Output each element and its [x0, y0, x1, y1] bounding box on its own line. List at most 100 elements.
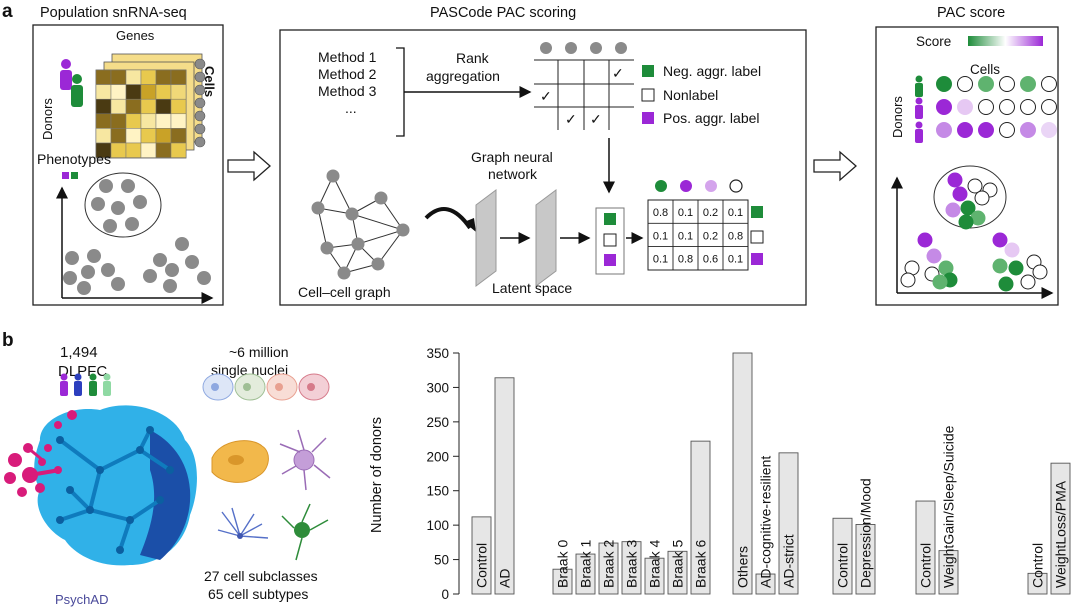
check-mark-3: ✓: [565, 111, 577, 127]
check-mark-2: ✓: [540, 88, 552, 104]
graph-node: [371, 257, 385, 271]
matrix-cell: [155, 113, 172, 129]
scored-cell-point: [958, 214, 974, 230]
bar: [598, 542, 619, 595]
score-dot: [957, 122, 973, 138]
graph-node: [345, 207, 359, 221]
bar: [471, 516, 492, 595]
matrix-value: 0.1: [728, 254, 743, 266]
brain-node: [156, 496, 164, 504]
nuclei-icons: [202, 373, 330, 401]
graph-node: [351, 237, 365, 251]
gnn-layer-2: [535, 189, 557, 287]
brain-magenta-link: [29, 468, 61, 477]
score-dot: [1041, 99, 1057, 115]
bar-category-label: Control: [918, 543, 934, 588]
method-2: Method 2: [318, 66, 377, 82]
middle-panel-box: [279, 29, 807, 306]
cell-point: [163, 279, 177, 293]
graph-node: [311, 201, 325, 215]
brain-magenta-node: [67, 410, 77, 420]
scored-cell-point: [932, 274, 948, 290]
scored-cell-point: [998, 276, 1014, 292]
y-tick-label: 250: [426, 415, 449, 430]
matrix-cell: [110, 98, 127, 115]
bar: [494, 377, 515, 595]
scored-cell-point: [1004, 242, 1020, 258]
gnn-label-2: network: [488, 166, 538, 182]
nuclei-label-1: ~6 million: [229, 344, 289, 360]
check-mark-1: ✓: [612, 65, 624, 81]
genes-label: Genes: [116, 28, 155, 43]
score-dot: [999, 76, 1015, 92]
scored-cell-point: [1032, 264, 1048, 280]
legend-non-swatch: [641, 88, 655, 102]
brain-node: [116, 546, 124, 554]
output-matrix-cell-dots: [655, 179, 743, 193]
bar: [832, 517, 853, 595]
scored-cell-point: [900, 272, 916, 288]
matrix-cell: [140, 98, 157, 115]
brain-link: [138, 448, 172, 472]
psychad-logo-text: PsychAD: [55, 592, 108, 607]
bar-category-label: WeightGain/Sleep/Suicide: [941, 425, 957, 588]
matrix-value: 0.1: [653, 254, 668, 266]
matrix-cell: [155, 84, 172, 100]
cell-point: [77, 281, 91, 295]
left-panel-title: Population snRNA-seq: [40, 5, 187, 21]
matrix-cell: [170, 142, 187, 158]
bar: [644, 557, 665, 595]
matrix-cell: [125, 142, 142, 158]
matrix-cell: [170, 69, 187, 85]
brain-link: [118, 518, 132, 552]
matrix-cell: [95, 113, 112, 129]
nuclei-label-2: single nuclei: [211, 362, 288, 378]
donor-icons: [60, 59, 83, 107]
y-tick-label: 100: [426, 518, 449, 533]
bar: [915, 500, 936, 595]
cell-point: [81, 265, 95, 279]
brain-magenta-node: [17, 487, 27, 497]
y-tick-label: 0: [441, 587, 449, 602]
scored-cell-scatter: [900, 172, 1048, 292]
brain-node: [166, 466, 174, 474]
scored-cell-point: [1008, 260, 1024, 276]
brain-node: [126, 516, 134, 524]
matrix-cell: [95, 69, 112, 85]
y-tick-label: 150: [426, 484, 449, 499]
middle-panel: PASCode PAC scoring Method 1 Method 2 Me…: [279, 5, 807, 306]
matrix-cell-dot: [680, 180, 692, 192]
row-label-pos: [751, 253, 763, 265]
rank-label-1: Rank: [456, 50, 490, 66]
brain-node: [96, 466, 104, 474]
bar-category-label: Depression/Mood: [858, 478, 874, 588]
bar-category-label: Braak 6: [693, 540, 709, 588]
y-tick-label: 50: [434, 553, 449, 568]
donors-label: Donors: [40, 98, 55, 140]
cell-point: [111, 201, 125, 215]
score-dot: [936, 76, 952, 92]
score-dot: [978, 76, 994, 92]
check-mark-4: ✓: [590, 111, 602, 127]
score-label: Score: [916, 34, 951, 49]
bar-category-label: Control: [835, 543, 851, 588]
brain-magenta-node: [4, 472, 16, 484]
score-dot: [978, 122, 994, 138]
score-dot: [1020, 76, 1036, 92]
scored-cell-point: [947, 172, 963, 188]
y-tick-label: 300: [426, 380, 449, 395]
cell-point: [101, 263, 115, 277]
score-dot: [936, 99, 952, 115]
cell-type-icons: [211, 429, 331, 561]
bar-category-label: WeightLoss/PMA: [1053, 480, 1069, 588]
flow-arrow-1: [227, 150, 271, 182]
bar: [1050, 462, 1071, 595]
legend-pos-swatch: [642, 112, 654, 124]
brain-link: [58, 508, 92, 522]
matrix-value: 0.1: [728, 207, 743, 219]
bar: [778, 452, 799, 595]
matrix-cell: [140, 69, 157, 85]
matrix-cell: [110, 84, 127, 100]
brain-link: [128, 498, 162, 522]
